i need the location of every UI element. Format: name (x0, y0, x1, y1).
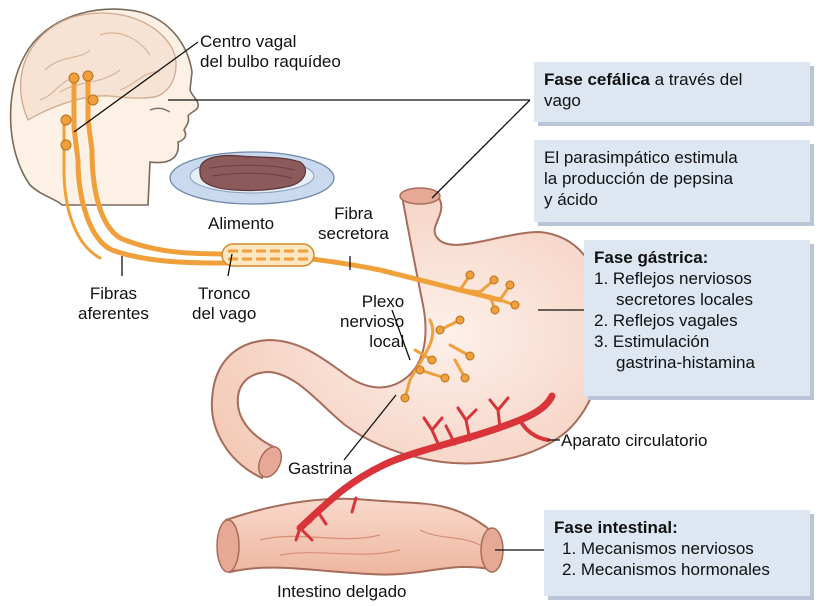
fase-gastrica-box: Fase gástrica: 1. Reflejos nerviosos sec… (584, 240, 810, 396)
plexo-line2: nervioso (340, 312, 404, 332)
plexo-line3: local (340, 332, 404, 352)
fibra-secretora-label: Fibra secretora (318, 204, 389, 244)
aparato-circulatorio-label: Aparato circulatorio (561, 431, 707, 451)
parasimpatico-box: El parasimpático estimula la producción … (534, 140, 810, 222)
fase-intestinal-box: Fase intestinal: 1. Mecanismos nerviosos… (544, 510, 810, 596)
parasimpatico-line2: la producción de pepsina (544, 168, 800, 189)
centro-vagal-label: Centro vagal del bulbo raquídeo (200, 32, 341, 72)
tronco-vago-line1: Tronco (192, 284, 256, 304)
parasimpatico-line3: y ácido (544, 189, 800, 210)
fase-cefalica-text1: a través del (650, 70, 743, 89)
fase-intestinal-item1: 1. Mecanismos nerviosos (554, 538, 800, 559)
plexo-label: Plexo nervioso local (340, 292, 404, 352)
fase-gastrica-item3a: 3. Estimulación (594, 331, 800, 352)
plexo-line1: Plexo (340, 292, 404, 312)
fase-gastrica-item2: 2. Reflejos vagales (594, 310, 800, 331)
fibras-aferentes-label: Fibras aferentes (78, 284, 149, 324)
vagus-trunk (222, 244, 314, 266)
fase-cefalica-box: Fase cefálica a través del vago (534, 62, 810, 122)
fibra-secretora-line2: secretora (318, 224, 389, 244)
fase-cefalica-title: Fase cefálica (544, 70, 650, 89)
fase-gastrica-item1b: secretores locales (594, 289, 800, 310)
parasimpatico-line1: El parasimpático estimula (544, 147, 800, 168)
fase-gastrica-item1a: 1. Reflejos nerviosos (594, 268, 800, 289)
fase-intestinal-item2: 2. Mecanismos hormonales (554, 559, 800, 580)
fibra-secretora-line1: Fibra (318, 204, 389, 224)
fase-gastrica-item3b: gastrina-histamina (594, 352, 800, 373)
food-plate (170, 152, 334, 204)
fase-gastrica-title: Fase gástrica: (594, 247, 800, 268)
fase-cefalica-text2: vago (544, 90, 800, 111)
small-intestine (217, 499, 503, 575)
fibras-aferentes-line2: aferentes (78, 304, 149, 324)
alimento-label: Alimento (208, 214, 274, 234)
fase-intestinal-title: Fase intestinal: (554, 517, 800, 538)
centro-vagal-line2: del bulbo raquídeo (200, 52, 341, 72)
tronco-vago-label: Tronco del vago (192, 284, 256, 324)
intestino-delgado-label: Intestino delgado (277, 582, 407, 602)
centro-vagal-line1: Centro vagal (200, 32, 341, 52)
fibras-aferentes-line1: Fibras (78, 284, 149, 304)
gastrina-label: Gastrina (288, 459, 352, 479)
tronco-vago-line2: del vago (192, 304, 256, 324)
